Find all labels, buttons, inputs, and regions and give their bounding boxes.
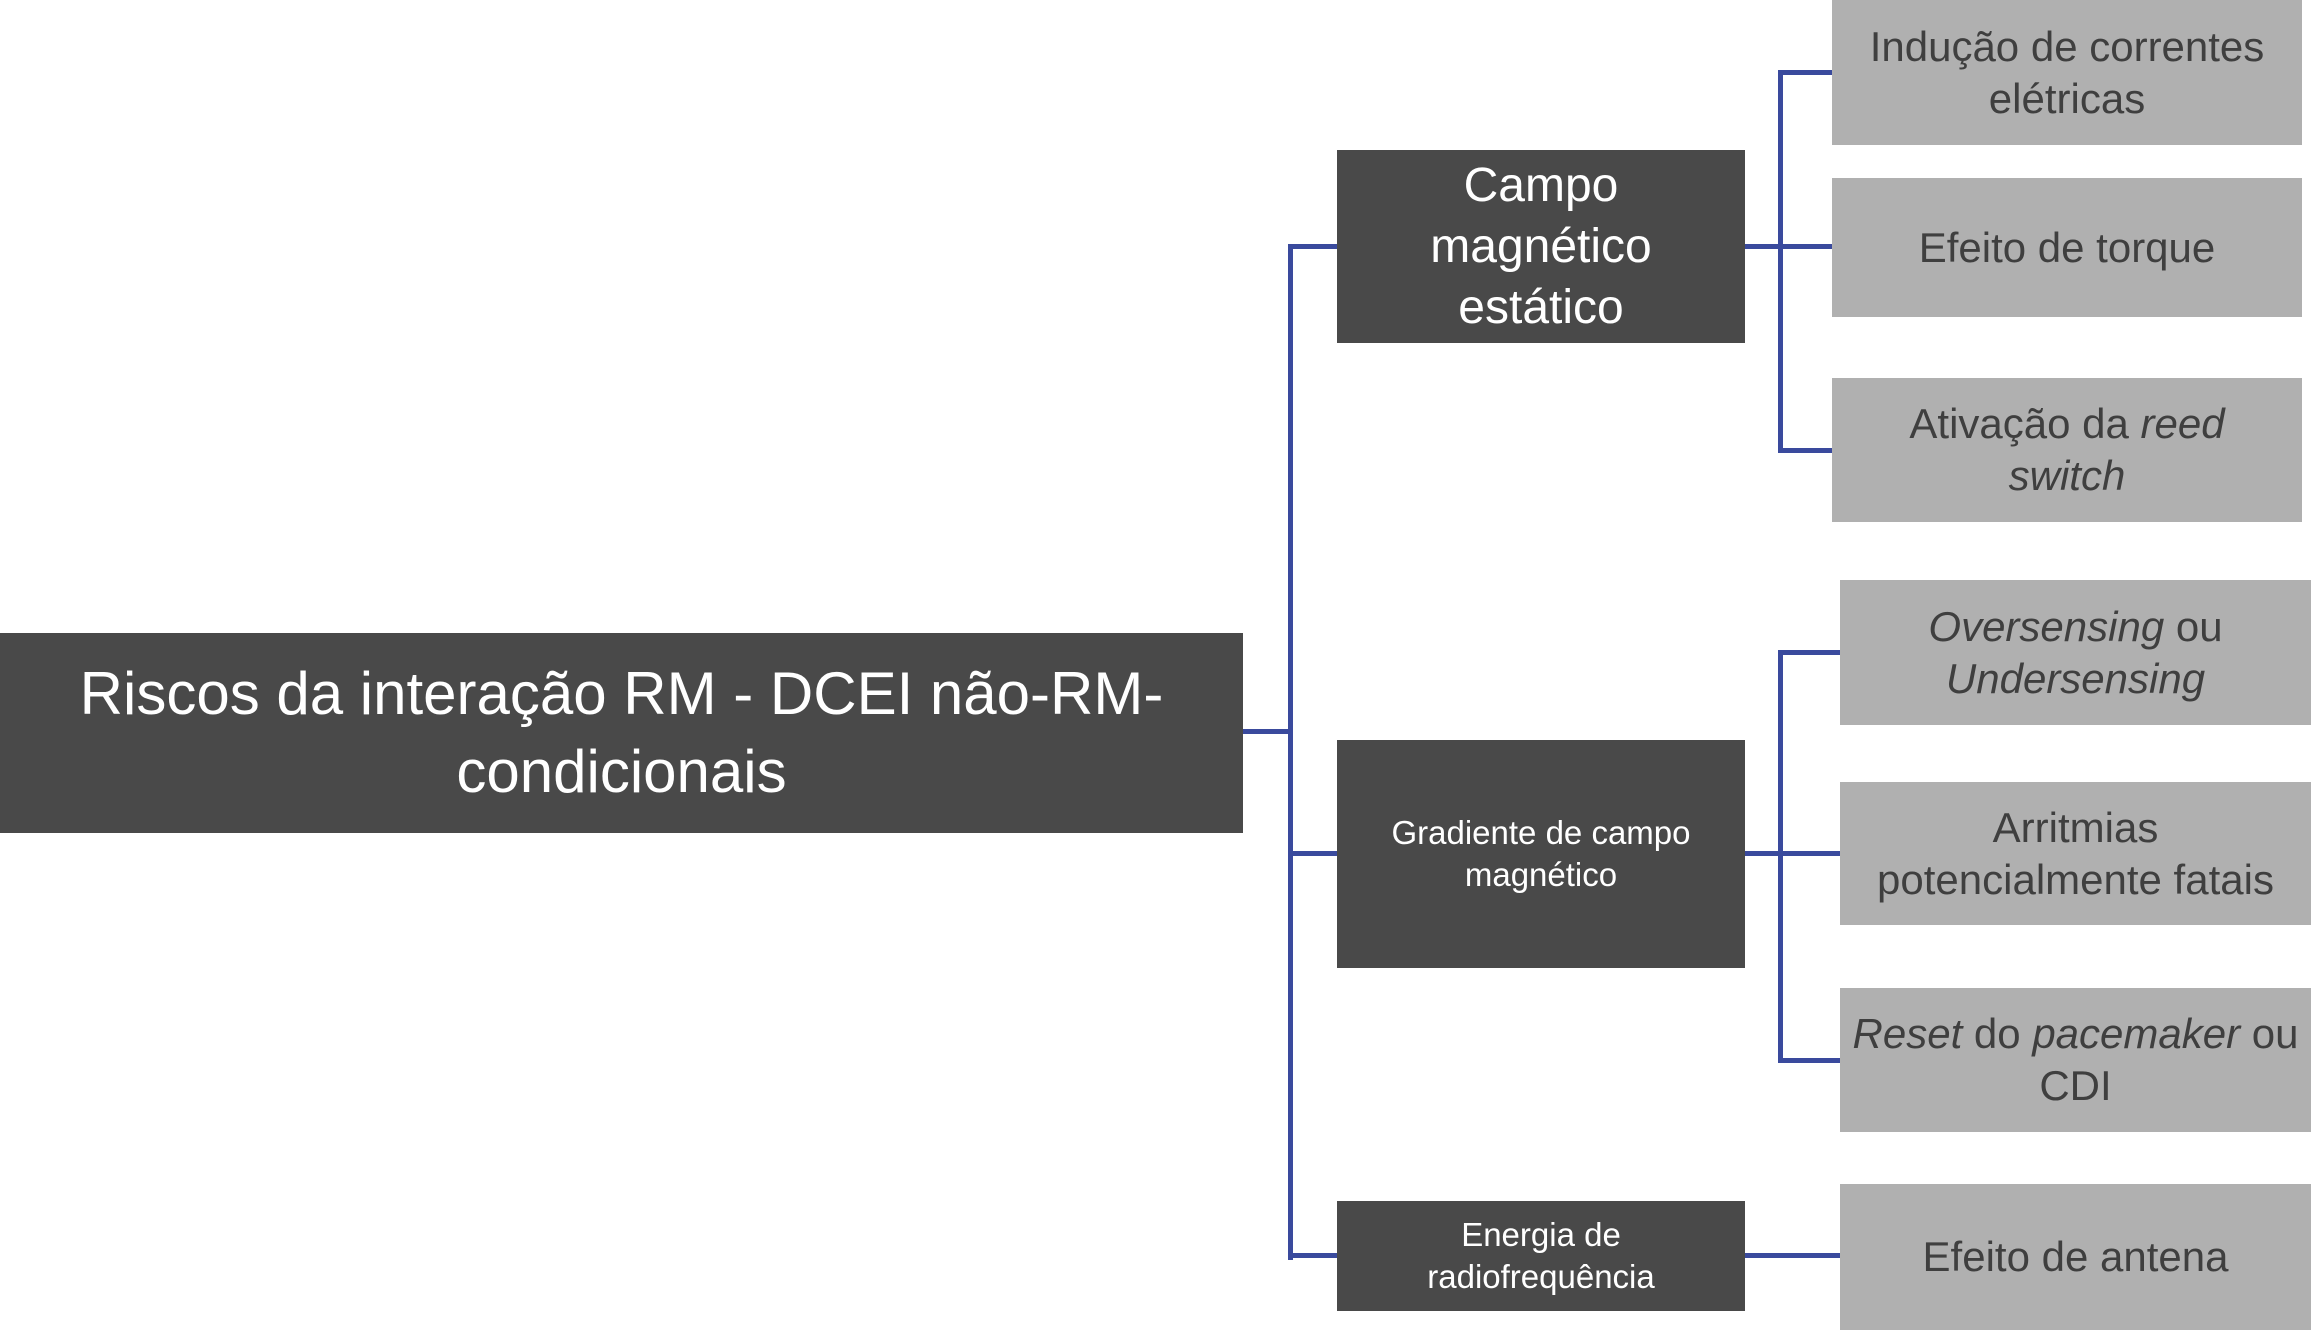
connector-group1-vertical bbox=[1778, 70, 1783, 453]
branch-energia-label: Energia de radiofrequência bbox=[1427, 1216, 1655, 1295]
connector-to-reed-switch bbox=[1778, 448, 1832, 453]
root-node-label: Riscos da interação RM - DCEI não-RM- co… bbox=[79, 660, 1164, 805]
connector-trunk-vertical bbox=[1288, 244, 1293, 1260]
leaf-inducao-correntes-eletricas: Indução de correntes elétricas bbox=[1832, 0, 2302, 145]
connector-group2-vertical bbox=[1778, 650, 1783, 1063]
branch-gradiente-label: Gradiente de campo magnético bbox=[1391, 814, 1691, 893]
leaf-arritmias-fatais: Arritmias potencialmente fatais bbox=[1840, 782, 2311, 925]
connector-trunk-to-campo bbox=[1290, 244, 1337, 249]
leaf-efeito-de-torque: Efeito de torque bbox=[1832, 178, 2302, 317]
connector-energia-to-antena bbox=[1745, 1253, 1840, 1258]
branch-gradiente-campo-magnetico: Gradiente de campo magnético bbox=[1337, 740, 1745, 968]
connector-to-oversensing bbox=[1778, 650, 1840, 655]
connector-campo-to-torque bbox=[1745, 244, 1832, 249]
leaf-reset-pacemaker-cdi: Reset do pacemaker ou CDI bbox=[1840, 988, 2311, 1132]
connector-to-inducao bbox=[1778, 70, 1832, 75]
branch-campo-label: Campo magnético estático bbox=[1430, 159, 1652, 334]
leaf-inducao-label: Indução de correntes elétricas bbox=[1869, 22, 2265, 122]
leaf-oversensing-undersensing: Oversensing ou Undersensing bbox=[1840, 580, 2311, 725]
branch-energia-radiofrequencia: Energia de radiofrequência bbox=[1337, 1201, 1745, 1311]
connector-trunk-to-gradiente bbox=[1290, 851, 1337, 856]
leaf-reset-label: Reset do pacemaker ou CDI bbox=[1852, 1010, 2299, 1109]
leaf-efeito-de-antena: Efeito de antena bbox=[1840, 1184, 2311, 1330]
connector-gradiente-to-arritmias bbox=[1745, 851, 1840, 856]
leaf-ativacao-reed-switch: Ativação da reed switch bbox=[1832, 378, 2302, 522]
root-node: Riscos da interação RM - DCEI não-RM- co… bbox=[0, 633, 1243, 833]
leaf-oversensing-label: Oversensing ou Undersensing bbox=[1928, 602, 2223, 702]
leaf-torque-label: Efeito de torque bbox=[1918, 223, 2216, 271]
leaf-arritmias-label: Arritmias potencialmente fatais bbox=[1877, 803, 2274, 903]
leaf-reed-switch-label: Ativação da reed switch bbox=[1909, 400, 2225, 499]
leaf-antena-label: Efeito de antena bbox=[1922, 1233, 2229, 1280]
connector-root-to-trunk bbox=[1243, 729, 1290, 734]
branch-campo-magnetico-estatico: Campo magnético estático bbox=[1337, 150, 1745, 343]
connector-to-reset bbox=[1778, 1058, 1840, 1063]
connector-trunk-to-energia bbox=[1290, 1253, 1337, 1258]
